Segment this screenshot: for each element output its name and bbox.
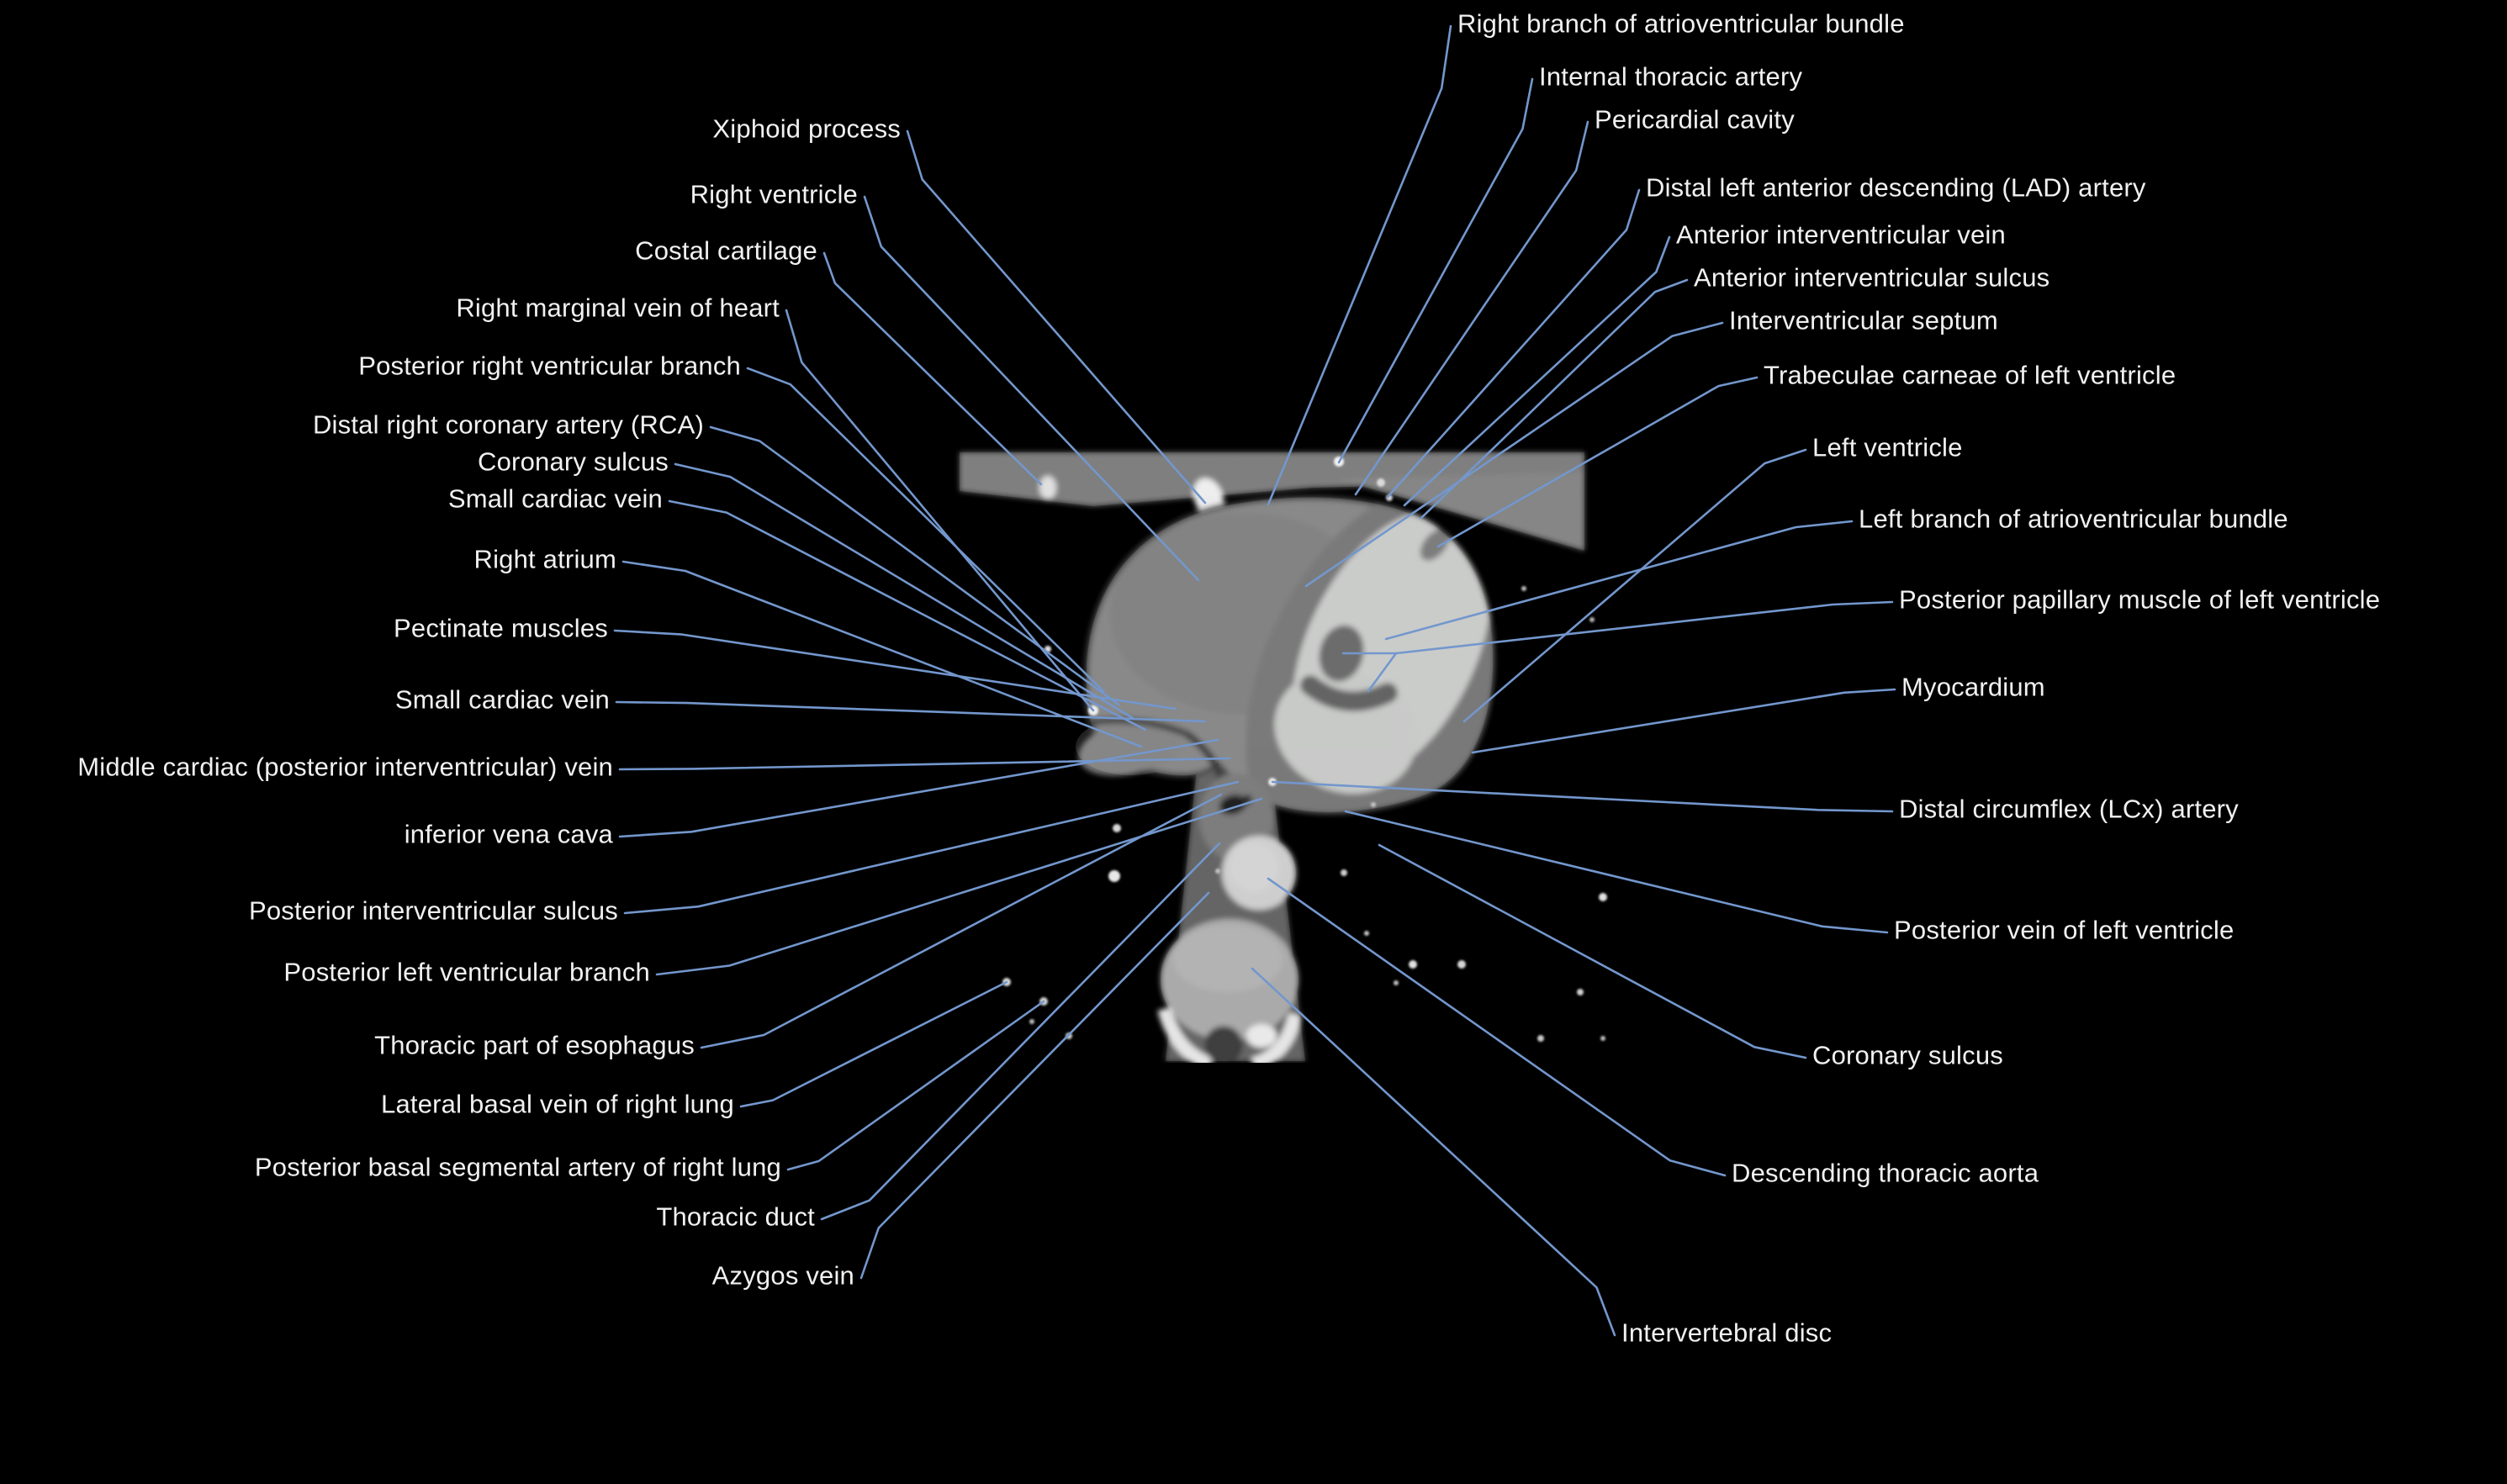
label-anterior-interventricular-sulcus: Anterior interventricular sulcus: [1694, 262, 2050, 293]
leader-anterior-interventricular-sulcus: [1420, 278, 1689, 520]
vessel-dot: [1341, 869, 1347, 876]
leader-interventricular-septum: [1304, 321, 1724, 588]
vessel-dot: [1108, 870, 1120, 882]
leader-posterior-vein-of-left-ventricle: [1344, 810, 1889, 934]
leader-posterior-papillary-muscle-fork-1: [1367, 652, 1398, 693]
leader-pectinate-muscles: [613, 629, 1177, 710]
label-thoracic-part-of-esophagus: Thoracic part of esophagus: [374, 1030, 695, 1060]
leader-inferior-vena-cava: [618, 738, 1219, 838]
pulmonary-vessel-dots: [1002, 457, 1607, 1042]
label-thoracic-duct: Thoracic duct: [656, 1201, 815, 1232]
leader-posterior-papillary-muscle: [1394, 600, 1894, 655]
label-distal-right-coronary-artery: Distal right coronary artery (RCA): [312, 409, 704, 440]
leader-distal-circumflex-artery: [1271, 780, 1894, 813]
leader-right-branch-av-bundle: [1267, 24, 1452, 506]
vessel-dot: [1600, 1036, 1605, 1041]
label-trabeculae-carneae: Trabeculae carneae of left ventricle: [1764, 360, 2176, 390]
label-small-cardiac-vein-lower: Small cardiac vein: [394, 684, 610, 715]
leader-descending-thoracic-aorta: [1267, 877, 1727, 1177]
leader-posterior-basal-segmental-artery: [786, 1000, 1045, 1171]
vessel-dot: [1364, 931, 1369, 936]
leader-anterior-interventricular-vein: [1403, 235, 1671, 507]
label-coronary-sulcus-left: Coronary sulcus: [478, 446, 669, 477]
label-right-ventricle: Right ventricle: [690, 179, 858, 209]
leader-costal-cartilage: [822, 251, 1043, 486]
leader-azygos-vein: [859, 891, 1210, 1280]
label-inferior-vena-cava: inferior vena cava: [404, 819, 613, 849]
leader-thoracic-duct: [820, 842, 1221, 1221]
label-middle-cardiac-vein: Middle cardiac (posterior interventricul…: [77, 752, 613, 782]
vessel-dot: [1589, 617, 1595, 622]
leader-distal-lad-artery: [1386, 188, 1641, 499]
label-pectinate-muscles: Pectinate muscles: [394, 613, 608, 643]
leader-posterior-right-ventricular-branch: [746, 367, 1105, 693]
label-left-ventricle: Left ventricle: [1812, 432, 1963, 462]
label-distal-lad-artery: Distal left anterior descending (LAD) ar…: [1646, 172, 2146, 203]
leader-myocardium: [1471, 688, 1896, 754]
leader-small-cardiac-vein-lower: [615, 700, 1207, 723]
leader-trabeculae-carneae: [1436, 376, 1759, 548]
label-posterior-left-ventricular-branch: Posterior left ventricular branch: [283, 957, 650, 987]
label-distal-circumflex-artery: Distal circumflex (LCx) artery: [1899, 794, 2239, 824]
vessel-dot: [1599, 893, 1607, 901]
label-interventricular-septum: Interventricular septum: [1729, 305, 1998, 335]
leader-small-cardiac-vein-upper: [668, 499, 1147, 731]
vessel-dot: [1394, 980, 1399, 985]
label-azygos-vein: Azygos vein: [711, 1260, 854, 1291]
leader-left-branch-av-bundle: [1384, 520, 1854, 641]
label-intervertebral-disc: Intervertebral disc: [1621, 1318, 1833, 1348]
label-posterior-right-ventricular-branch: Posterior right ventricular branch: [358, 351, 741, 381]
leader-distal-right-coronary-artery: [709, 425, 1120, 706]
label-left-branch-av-bundle: Left branch of atrioventricular bundle: [1859, 504, 2288, 534]
label-anterior-interventricular-vein: Anterior interventricular vein: [1676, 219, 2006, 250]
vessel-dot: [1377, 478, 1385, 487]
vessel-dot: [1371, 802, 1376, 807]
leader-xiphoid-process: [906, 129, 1207, 504]
leader-middle-cardiac-vein: [618, 757, 1231, 771]
leader-right-marginal-vein-of-heart: [785, 309, 1095, 712]
leader-posterior-left-ventricular-branch: [655, 797, 1263, 976]
leader-posterior-interventricular-sulcus: [623, 780, 1240, 915]
label-posterior-papillary-muscle: Posterior papillary muscle of left ventr…: [1899, 584, 2381, 615]
leader-lateral-basal-vein-of-right-lung: [739, 980, 1008, 1108]
leader-right-ventricle: [863, 195, 1200, 582]
label-myocardium: Myocardium: [1901, 672, 2045, 702]
label-costal-cartilage: Costal cartilage: [635, 235, 817, 266]
leader-pericardial-cavity: [1354, 120, 1589, 496]
label-descending-thoracic-aorta: Descending thoracic aorta: [1732, 1158, 2039, 1188]
label-right-atrium: Right atrium: [473, 544, 616, 574]
label-xiphoid-process: Xiphoid process: [712, 114, 901, 144]
vessel-dot: [1029, 1019, 1034, 1024]
vessel-dot: [1457, 960, 1466, 969]
label-posterior-basal-segmental-artery: Posterior basal segmental artery of righ…: [254, 1152, 781, 1182]
label-right-marginal-vein-of-heart: Right marginal vein of heart: [456, 293, 780, 323]
label-pericardial-cavity: Pericardial cavity: [1595, 104, 1795, 135]
vessel-dot: [1537, 1035, 1544, 1042]
leader-intervertebral-disc: [1251, 967, 1616, 1337]
leader-coronary-sulcus-left: [674, 462, 1134, 720]
leader-right-atrium: [621, 560, 1143, 748]
vessel-dot: [1409, 960, 1417, 969]
vessel-dot: [1215, 869, 1220, 874]
label-right-branch-av-bundle: Right branch of atrioventricular bundle: [1457, 8, 1905, 39]
leader-internal-thoracic-artery: [1337, 77, 1534, 464]
label-coronary-sulcus-right: Coronary sulcus: [1812, 1040, 2003, 1070]
leader-coronary-sulcus-right: [1378, 843, 1807, 1059]
leader-lines: [613, 24, 1896, 1337]
vessel-dot: [1577, 989, 1584, 995]
leader-thoracic-part-of-esophagus: [700, 793, 1223, 1049]
label-internal-thoracic-artery: Internal thoracic artery: [1539, 61, 1803, 92]
vessel-dot: [1113, 824, 1121, 832]
label-lateral-basal-vein-of-right-lung: Lateral basal vein of right lung: [381, 1089, 734, 1119]
label-posterior-interventricular-sulcus: Posterior interventricular sulcus: [248, 895, 618, 926]
label-posterior-vein-of-left-ventricle: Posterior vein of left ventricle: [1894, 915, 2235, 945]
label-small-cardiac-vein-upper: Small cardiac vein: [447, 483, 663, 514]
vessel-dot: [1521, 586, 1526, 591]
